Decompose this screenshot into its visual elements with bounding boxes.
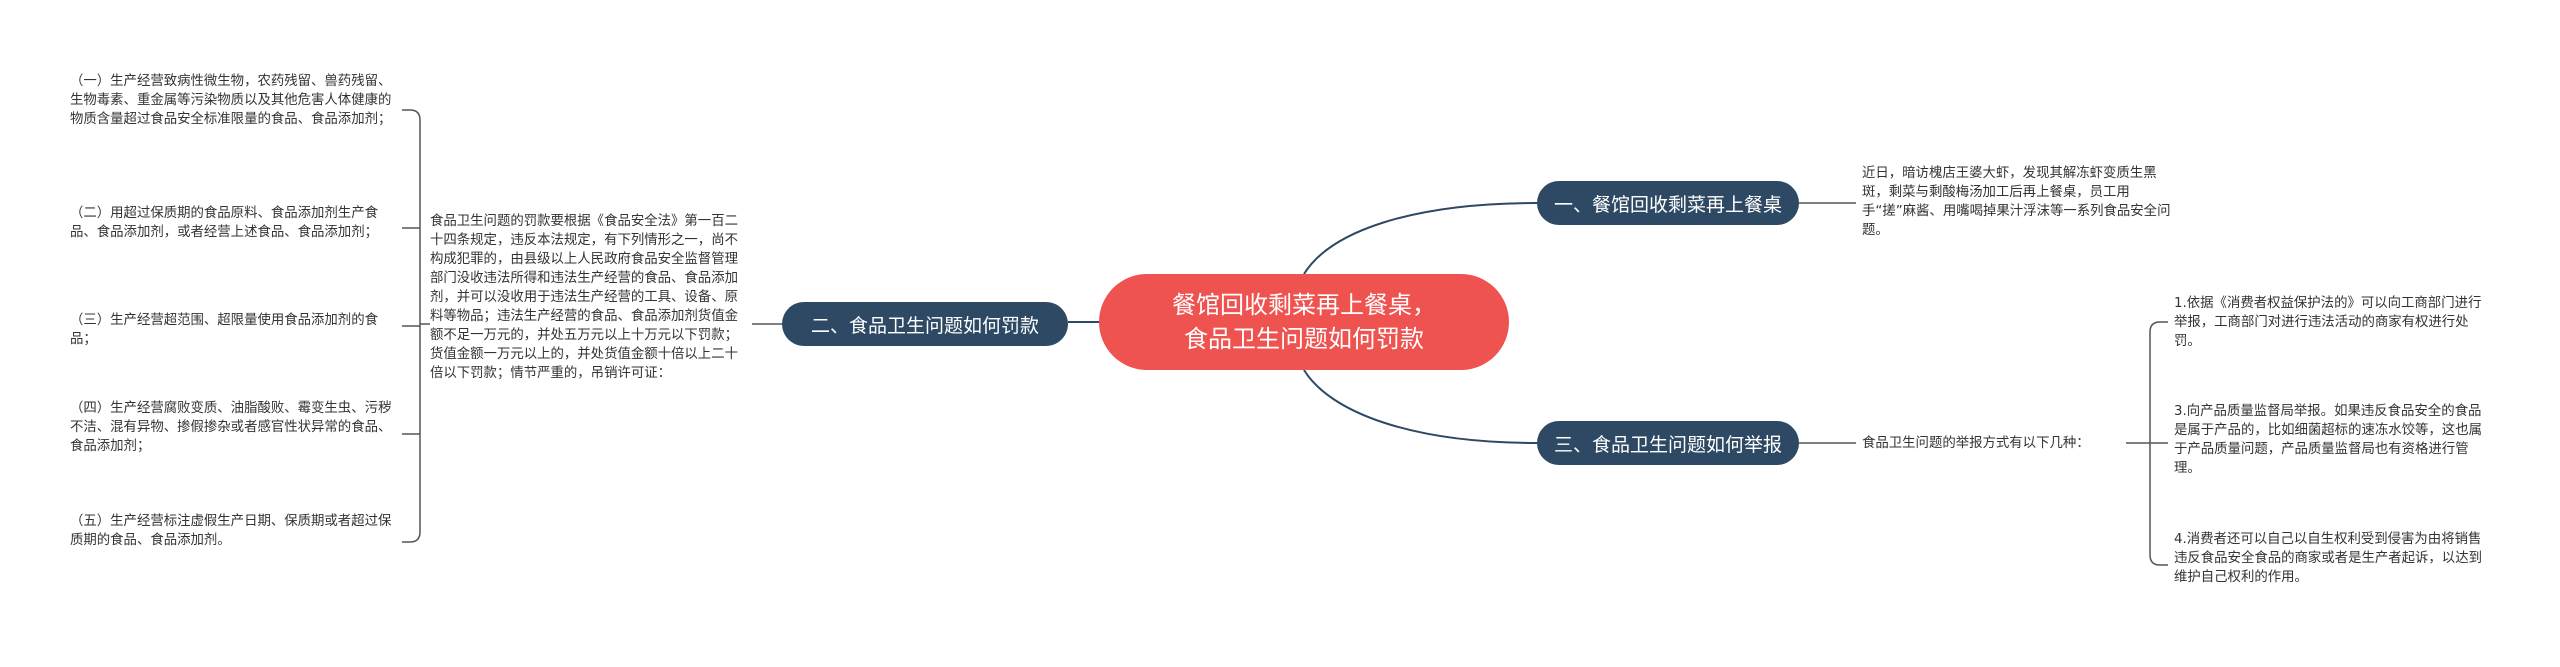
fine-law-description[interactable]: 食品卫生问题的罚款要根据《食品安全法》第一百二十四条规定，违反本法规定，有下列情… [430, 214, 738, 381]
fine-item-2[interactable]: （二）用超过保质期的食品原料、食品添加剂生产食品、食品添加剂，或者经营上述食品、… [70, 206, 378, 240]
bracket-topic2-items [402, 109, 430, 543]
root-node[interactable]: 餐馆回收剩菜再上餐桌， 食品卫生问题如何罚款 [1099, 274, 1509, 370]
fine-item-4[interactable]: （四）生产经营腐败变质、油脂酸败、霉变生虫、污秽不洁、混有异物、掺假掺杂或者感官… [70, 401, 392, 454]
topic-node-leftover-food[interactable]: 一、餐馆回收剩菜再上餐桌 [1537, 181, 1799, 225]
topic-node-fines[interactable]: 二、食品卫生问题如何罚款 [782, 302, 1068, 346]
topic-label: 一、餐馆回收剩菜再上餐桌 [1553, 193, 1782, 216]
fine-item-3[interactable]: （三）生产经营超范围、超限量使用食品添加剂的食品； [70, 313, 378, 347]
root-title-line2: 食品卫生问题如何罚款 [1184, 325, 1424, 353]
topic1-description[interactable]: 近日，暗访槐店王婆大虾，发现其解冻虾变质生黑斑，剩菜与剩酸梅汤加工后再上餐桌，员… [1862, 166, 2171, 238]
connector-root-topic3 [1303, 369, 1538, 444]
fine-item-5[interactable]: （五）生产经营标注虚假生产日期、保质期或者超过保质期的食品、食品添加剂。 [70, 514, 392, 548]
report-method-4[interactable]: 4.消费者还可以自己以自生权利受到侵害为由将销售违反食品安全食品的商家或者是生产… [2174, 532, 2482, 585]
root-title-line1: 餐馆回收剩菜再上餐桌， [1172, 291, 1436, 319]
fine-item-1[interactable]: （一）生产经营致病性微生物，农药残留、兽药残留、生物毒素、重金属等污染物质以及其… [70, 74, 392, 127]
topic-node-reporting[interactable]: 三、食品卫生问题如何举报 [1537, 421, 1799, 465]
report-method-3[interactable]: 3.向产品质量监督局举报。如果违反食品安全的食品是属于产品的，比如细菌超标的速冻… [2174, 404, 2482, 476]
connector-root-topic1 [1303, 202, 1538, 275]
report-method-1[interactable]: 1.依据《消费者权益保护法的》可以向工商部门进行举报，工商部门对进行违法活动的商… [2174, 296, 2482, 349]
bracket-topic3-items [2126, 321, 2168, 566]
topic-label: 二、食品卫生问题如何罚款 [810, 314, 1039, 337]
topic-label: 三、食品卫生问题如何举报 [1553, 433, 1782, 456]
report-methods-description[interactable]: 食品卫生问题的举报方式有以下几种： [1862, 436, 2090, 451]
